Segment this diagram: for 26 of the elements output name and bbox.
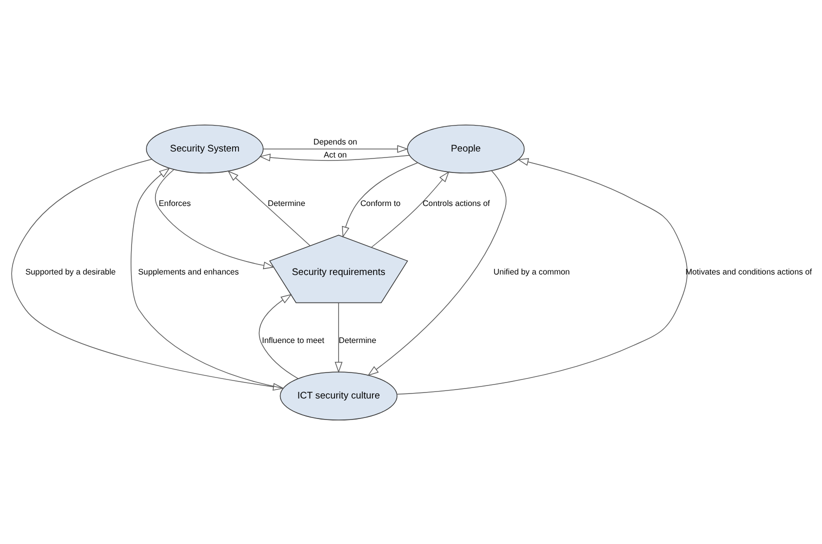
edge-label: Determine [268,198,306,208]
edge-label: Conform to [360,198,401,208]
arrow [370,170,450,248]
arrow [263,144,408,152]
arrow [155,168,275,269]
edge-label: Act on [324,150,347,160]
arrow [130,167,284,388]
arrow [228,170,310,246]
arrow [334,302,343,373]
arrow [259,153,410,161]
node-ellipse: ICT security culture [280,371,398,420]
edge-label: Determine [338,335,376,344]
edge-label: Influence to meet [262,335,324,344]
arrow [11,158,284,390]
edge-label: Unified by a common [493,267,570,276]
edge-label: Enforces [158,198,191,208]
node-ellipse: Security System [146,124,264,173]
arrow [367,170,506,376]
node-ellipse: People [407,124,525,173]
edge-label: Supported by a desirable [25,267,116,276]
arrow [258,294,298,378]
arrow [342,162,418,238]
edge-label: Controls actions of [422,198,490,208]
arrow [396,158,688,394]
edge-label: Depends on [313,136,358,146]
edge-label: Supplements and enhances [138,267,239,276]
